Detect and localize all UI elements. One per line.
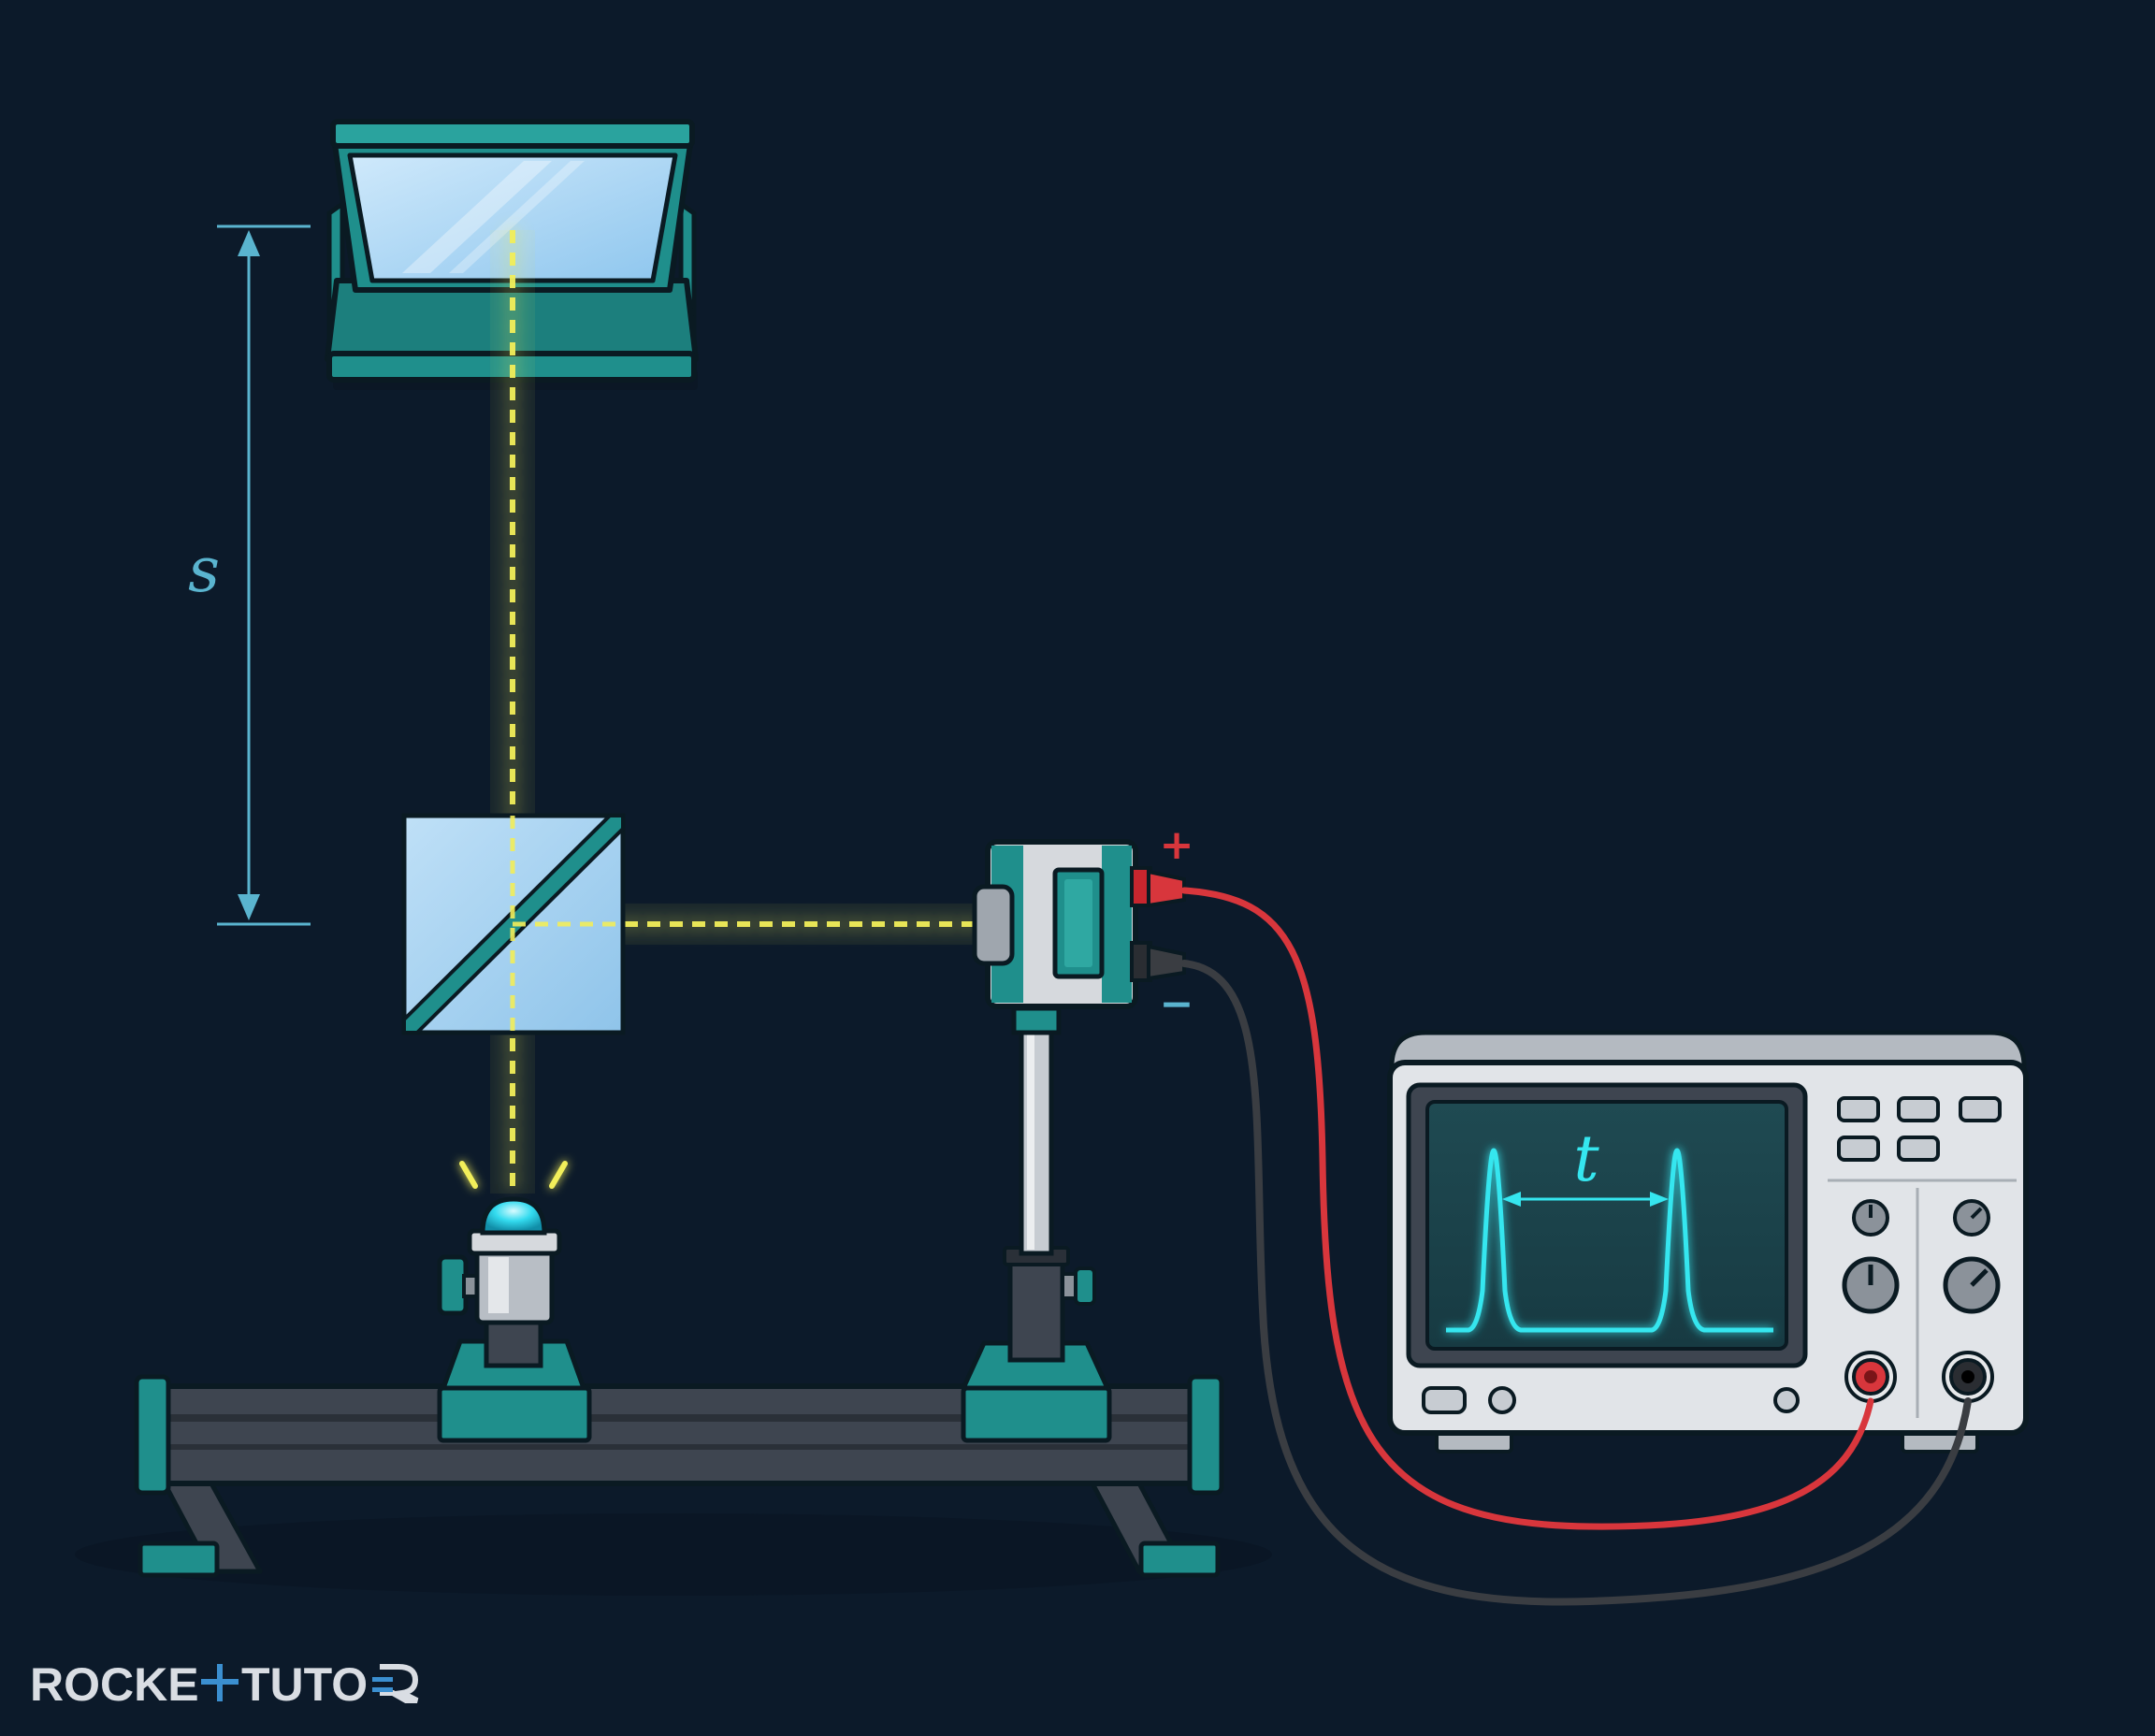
distance-dimension: [217, 224, 311, 926]
logo-r-icon: [372, 1664, 419, 1703]
scope-button[interactable]: [1837, 1136, 1880, 1162]
wires: [1180, 887, 1972, 1606]
scope-knob[interactable]: [1943, 1256, 2001, 1314]
scope-button[interactable]: [1897, 1136, 1940, 1162]
scope-button[interactable]: [1959, 1096, 2002, 1122]
negative-terminal-label: −: [1160, 980, 1194, 1028]
oscilloscope-buttons: [1422, 1096, 2002, 1414]
scope-knob[interactable]: [1852, 1199, 1889, 1237]
scope-input-positive[interactable]: [1844, 1351, 1897, 1403]
optical-rail: [75, 1374, 1272, 1596]
logo-text-part1: ROCKE: [30, 1658, 199, 1711]
scope-knob[interactable]: [1842, 1256, 1900, 1314]
oscilloscope: t: [1387, 1030, 2029, 1454]
light-source: [437, 1161, 586, 1391]
beam-splitter: [401, 813, 626, 1035]
scope-trace: [1446, 1148, 1773, 1333]
logo-plus-icon: [201, 1664, 239, 1701]
scope-input-negative[interactable]: [1942, 1351, 1994, 1403]
scope-small-knob[interactable]: [1773, 1387, 1800, 1413]
scope-button[interactable]: [1422, 1386, 1467, 1414]
beam-haze: [490, 230, 535, 1194]
red-wire: [1180, 887, 1874, 1530]
photodetector: [961, 839, 1186, 1391]
distance-label: s: [188, 534, 220, 606]
scope-button[interactable]: [1837, 1096, 1880, 1122]
positive-terminal-label: +: [1160, 821, 1194, 869]
time-label: t: [1573, 1122, 1599, 1196]
scope-knob[interactable]: [1953, 1199, 1990, 1237]
logo-text-part2: TUTO: [241, 1658, 368, 1711]
scope-button[interactable]: [1897, 1096, 1940, 1122]
black-wire: [1180, 960, 1972, 1606]
mirror: [325, 119, 699, 390]
brand-logo: ROCKE TUTO: [30, 1658, 419, 1711]
time-interval-arrow: [1502, 1192, 1669, 1207]
scope-small-knob[interactable]: [1488, 1386, 1516, 1414]
